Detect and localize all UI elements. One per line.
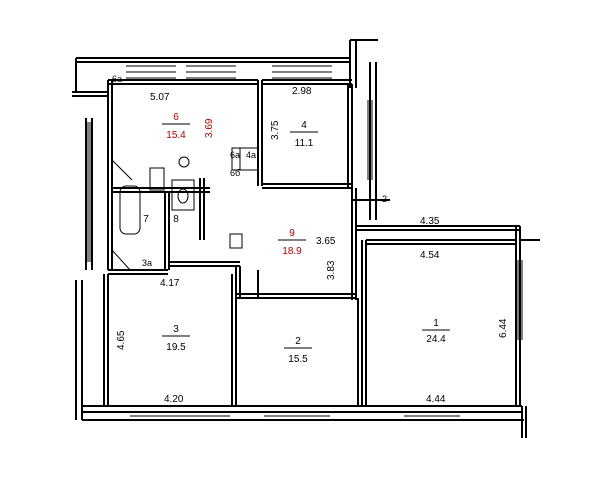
windows (87, 65, 523, 417)
dim-4-65: 4.65 (116, 330, 127, 350)
sub-labels: 6а 6a 4a 6б 3a (112, 74, 256, 268)
room-1-area: 24.4 (426, 334, 446, 345)
room-6-number: 6 (173, 112, 179, 123)
label-6a-closet: 6a (230, 150, 240, 160)
label-6b: 6б (230, 168, 240, 178)
room-3-number: 3 (173, 324, 179, 335)
closet-box (231, 147, 259, 171)
room-8-number: 8 (173, 214, 179, 225)
room-2-area: 15.5 (288, 354, 308, 365)
room-9-number: 9 (289, 228, 295, 239)
fixtures (111, 147, 259, 271)
dim-6-44: 6.44 (498, 318, 509, 338)
dim-3-83: 3.83 (326, 260, 337, 280)
label-6a: 6а (112, 74, 122, 84)
dim-4-35: 4.35 (420, 216, 440, 227)
dim-5-07: 5.07 (150, 92, 170, 103)
walls (72, 39, 540, 438)
room-1-number: 1 (433, 318, 439, 329)
room-9-area: 18.9 (282, 246, 302, 257)
dim-4-20: 4.20 (164, 394, 184, 405)
dim-2-98: 2.98 (292, 86, 312, 97)
room-7-number: 7 (143, 214, 149, 225)
room-3-area: 19.5 (166, 342, 186, 353)
label-3a: 3a (142, 258, 152, 268)
room-labels: 1 24.4 2 15.5 3 19.5 4 11.1 6 15.4 7 8 9… (143, 112, 450, 365)
label-4a: 4a (246, 150, 256, 160)
room-6-area: 15.4 (166, 130, 186, 141)
dim-4-17: 4.17 (160, 278, 180, 289)
toilet-icon (171, 179, 195, 211)
meter-icon (229, 233, 243, 249)
dim-4-44: 4.44 (426, 394, 446, 405)
sink-icon (149, 167, 165, 191)
room-4-number: 4 (301, 120, 307, 131)
room-2-number: 2 (295, 336, 301, 347)
dim-3-69: 3.69 (204, 118, 215, 138)
dim-4-54: 4.54 (420, 250, 440, 261)
dim-2: 2 (382, 194, 387, 204)
bathtub-icon (119, 185, 141, 235)
dim-3-65: 3.65 (316, 236, 336, 247)
room-4-area: 11.1 (295, 138, 314, 149)
dim-3-75: 3.75 (270, 120, 281, 140)
dimensions: 5.07 3.69 2.98 3.75 4.35 4.54 3.65 3.83 … (116, 86, 509, 405)
